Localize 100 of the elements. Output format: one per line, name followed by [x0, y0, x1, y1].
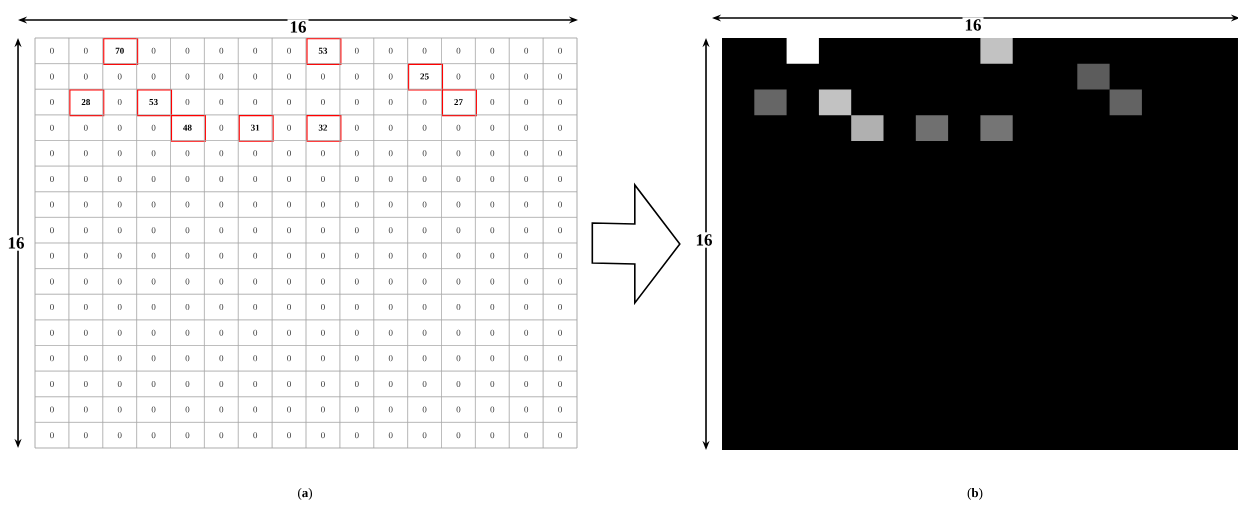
table-cell: 0	[102, 89, 137, 116]
block-arrow	[591, 182, 681, 306]
table-cell: 0	[305, 345, 341, 372]
table-cell: 0	[339, 37, 374, 64]
table-cell: 0	[339, 422, 374, 449]
table-cell: 0	[305, 370, 341, 397]
table-cell: 0	[509, 242, 544, 269]
table-cell: 0	[238, 37, 273, 64]
table-cell: 0	[204, 319, 239, 346]
table-cell: 0	[68, 63, 103, 90]
table-cell: 0	[441, 268, 476, 295]
table-cell: 0	[339, 191, 374, 218]
table-cell: 0	[475, 396, 510, 423]
table-cell: 0	[542, 165, 578, 192]
table-cell: 0	[441, 345, 476, 372]
table-cell: 32	[305, 114, 342, 142]
table-cell: 0	[238, 319, 273, 346]
table-cell: 0	[305, 165, 341, 192]
table-cell: 0	[441, 370, 476, 397]
table-cell: 0	[34, 191, 70, 218]
table-cell: 0	[373, 37, 408, 64]
table-cell: 0	[441, 396, 476, 423]
table-cell: 0	[475, 165, 510, 192]
table-cell: 0	[509, 294, 544, 321]
table-cell: 0	[136, 294, 171, 321]
table-cell: 0	[238, 268, 273, 295]
table-cell: 0	[373, 140, 408, 167]
table-cell: 0	[102, 396, 137, 423]
table-cell: 0	[102, 63, 137, 90]
table-cell: 0	[475, 294, 510, 321]
table-cell: 0	[204, 217, 239, 244]
table-cell: 0	[170, 217, 205, 244]
table-cell: 0	[509, 396, 544, 423]
table-cell: 0	[271, 37, 307, 64]
table-cell: 0	[34, 268, 70, 295]
table-cell: 0	[407, 396, 442, 423]
table-cell: 53	[305, 37, 342, 65]
table-cell: 0	[339, 140, 374, 167]
table-cell: 0	[475, 140, 510, 167]
table-cell: 0	[441, 114, 476, 141]
table-cell: 0	[271, 140, 307, 167]
table-cell: 0	[305, 217, 341, 244]
table-cell: 0	[238, 242, 273, 269]
table-cell: 0	[204, 37, 239, 64]
table-cell: 0	[238, 89, 273, 116]
table-cell: 0	[542, 140, 578, 167]
table-cell: 0	[204, 191, 239, 218]
table-cell: 0	[204, 89, 239, 116]
table-cell: 0	[102, 114, 137, 141]
table-cell: 0	[271, 217, 307, 244]
table-cell: 0	[542, 89, 578, 116]
table-cell: 0	[271, 191, 307, 218]
table-cell: 0	[441, 319, 476, 346]
table-cell: 0	[339, 165, 374, 192]
table-cell: 0	[238, 422, 273, 449]
table-cell: 0	[509, 319, 544, 346]
table-cell: 0	[136, 345, 171, 372]
table-cell: 0	[542, 268, 578, 295]
table-cell: 0	[34, 345, 70, 372]
table-cell: 0	[373, 345, 408, 372]
table-cell: 0	[339, 89, 374, 116]
table-cell: 0	[542, 114, 578, 141]
table-cell: 0	[136, 140, 171, 167]
table-cell: 0	[373, 165, 408, 192]
table-cell: 0	[204, 370, 239, 397]
table-cell: 0	[170, 422, 205, 449]
table-cell: 0	[339, 217, 374, 244]
table-cell: 0	[68, 191, 103, 218]
table-cell: 0	[34, 89, 70, 116]
table-cell: 0	[373, 89, 408, 116]
table-cell: 0	[68, 268, 103, 295]
picture	[722, 38, 1238, 450]
table-cell: 0	[305, 191, 341, 218]
table-cell: 0	[204, 140, 239, 167]
table-cell: 0	[373, 422, 408, 449]
table-cell: 0	[204, 165, 239, 192]
table-cell: 0	[373, 63, 408, 90]
table-cell: 0	[238, 165, 273, 192]
table-cell: 0	[170, 191, 205, 218]
table-cell: 0	[542, 294, 578, 321]
table-cell: 0	[68, 165, 103, 192]
table-cell: 0	[509, 217, 544, 244]
table-cell: 0	[34, 242, 70, 269]
table-cell: 0	[204, 114, 239, 141]
table-cell: 0	[102, 217, 137, 244]
table-cell: 0	[339, 319, 374, 346]
table-cell: 0	[542, 422, 578, 449]
table-cell: 0	[204, 396, 239, 423]
table-cell: 0	[170, 37, 205, 64]
table-cell: 0	[339, 114, 374, 141]
table-cell: 0	[407, 165, 442, 192]
table-cell: 0	[407, 37, 442, 64]
table-cell: 0	[271, 294, 307, 321]
table-cell: 0	[102, 140, 137, 167]
table-cell: 0	[204, 422, 239, 449]
table-cell: 0	[136, 370, 171, 397]
table-cell: 0	[102, 345, 137, 372]
table-cell: 0	[475, 345, 510, 372]
table-cell: 0	[271, 422, 307, 449]
table-cell: 27	[441, 89, 477, 117]
